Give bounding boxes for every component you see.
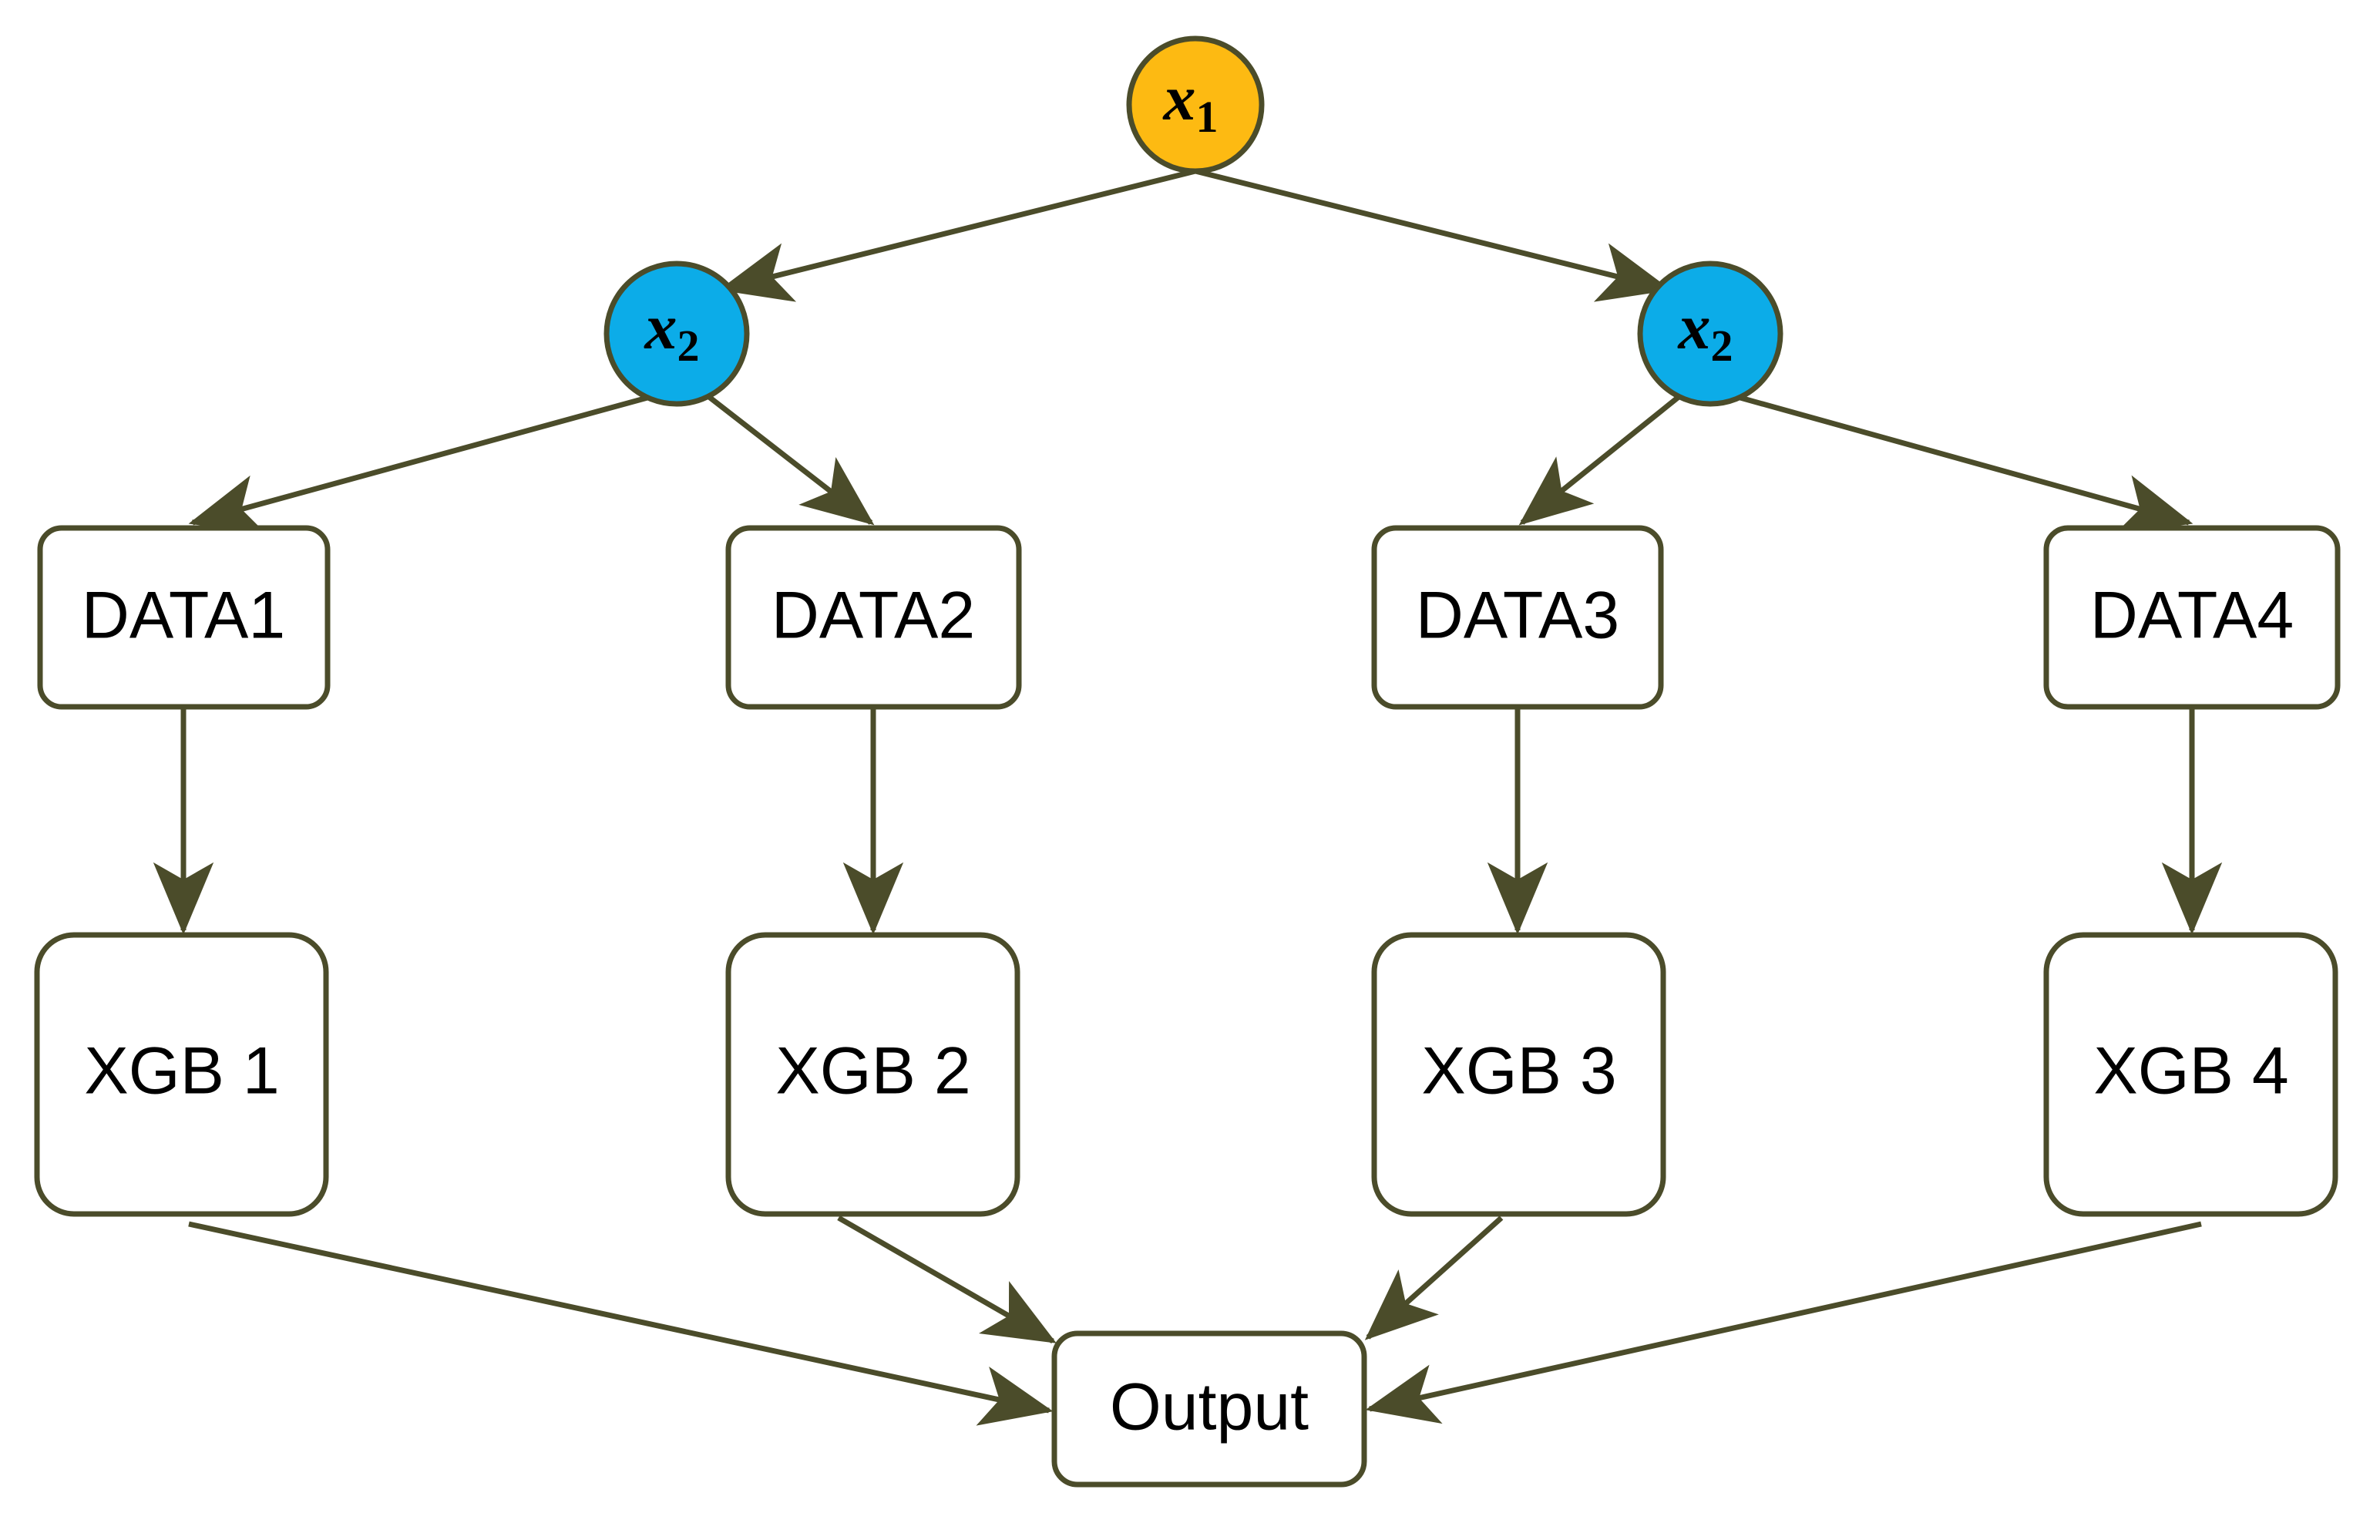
xgb2-box[interactable] — [725, 932, 1020, 1217]
node-data3[interactable]: DATA3 — [1371, 525, 1664, 710]
x1-circle[interactable] — [1126, 35, 1265, 174]
data4-label: DATA4 — [2090, 579, 2294, 653]
data4-box[interactable] — [2043, 525, 2341, 710]
data3-box[interactable] — [1371, 525, 1664, 710]
xgb1-label: XGB 1 — [84, 1034, 279, 1108]
edge-layer — [153, 168, 2223, 1426]
edge-xgb4-to-output — [1365, 1221, 2202, 1424]
x1-label: x1 — [1162, 62, 1219, 142]
node-xgb4[interactable]: XGB 4 — [2043, 932, 2338, 1217]
x2-left-subscript: 2 — [677, 321, 700, 371]
x1-var: x — [1162, 62, 1196, 134]
node-xgb1[interactable]: XGB 1 — [34, 932, 329, 1217]
node-output[interactable]: Output — [1051, 1330, 1367, 1488]
edge-x2-right-to-data3 — [1518, 395, 1681, 526]
x2-left-label: x2 — [644, 291, 700, 371]
edge-x2-left-to-data1 — [188, 395, 648, 534]
node-layer: DATA1 DATA2 DATA3 DATA4 XGB 1 XGB — [34, 35, 2341, 1488]
edge-xgb2-to-output — [837, 1215, 1057, 1344]
output-box[interactable] — [1051, 1330, 1367, 1488]
edge-x2-left-to-data2 — [707, 395, 875, 526]
xgb1-box[interactable] — [34, 932, 329, 1217]
data1-label: DATA1 — [82, 579, 285, 653]
node-x2-right[interactable]: x2 — [1637, 261, 1783, 407]
data3-label: DATA3 — [1416, 579, 1619, 653]
xgb3-box[interactable] — [1371, 932, 1666, 1217]
data2-label: DATA2 — [771, 579, 975, 653]
xgb2-label: XGB 2 — [775, 1034, 970, 1108]
x2-right-label: x2 — [1677, 291, 1733, 371]
node-data1[interactable]: DATA1 — [37, 525, 331, 710]
xgb4-box[interactable] — [2043, 932, 2338, 1217]
node-xgb2[interactable]: XGB 2 — [725, 932, 1020, 1217]
node-x2-left[interactable]: x2 — [603, 261, 750, 407]
x2-left-var: x — [644, 291, 677, 363]
node-xgb3[interactable]: XGB 3 — [1371, 932, 1666, 1217]
edge-xgb1-to-output — [188, 1221, 1054, 1426]
x2-right-circle[interactable] — [1637, 261, 1783, 407]
output-label: Output — [1110, 1370, 1309, 1444]
data1-box[interactable] — [37, 525, 331, 710]
data2-box[interactable] — [725, 525, 1022, 710]
xgb3-label: XGB 3 — [1421, 1034, 1616, 1108]
edge-xgb3-to-output — [1364, 1216, 1504, 1340]
x2-right-subscript: 2 — [1711, 321, 1733, 371]
x1-subscript: 1 — [1196, 92, 1219, 142]
node-data4[interactable]: DATA4 — [2043, 525, 2341, 710]
edge-x1-to-x2-left — [718, 168, 1196, 302]
x2-left-circle[interactable] — [603, 261, 750, 407]
node-x1[interactable]: x1 — [1126, 35, 1265, 174]
node-data2[interactable]: DATA2 — [725, 525, 1022, 710]
x2-right-var: x — [1677, 291, 1711, 363]
edge-x2-right-to-data4 — [1740, 395, 2193, 534]
edge-x1-to-x2-right — [1195, 168, 1672, 302]
xgb4-label: XGB 4 — [2093, 1034, 2288, 1108]
